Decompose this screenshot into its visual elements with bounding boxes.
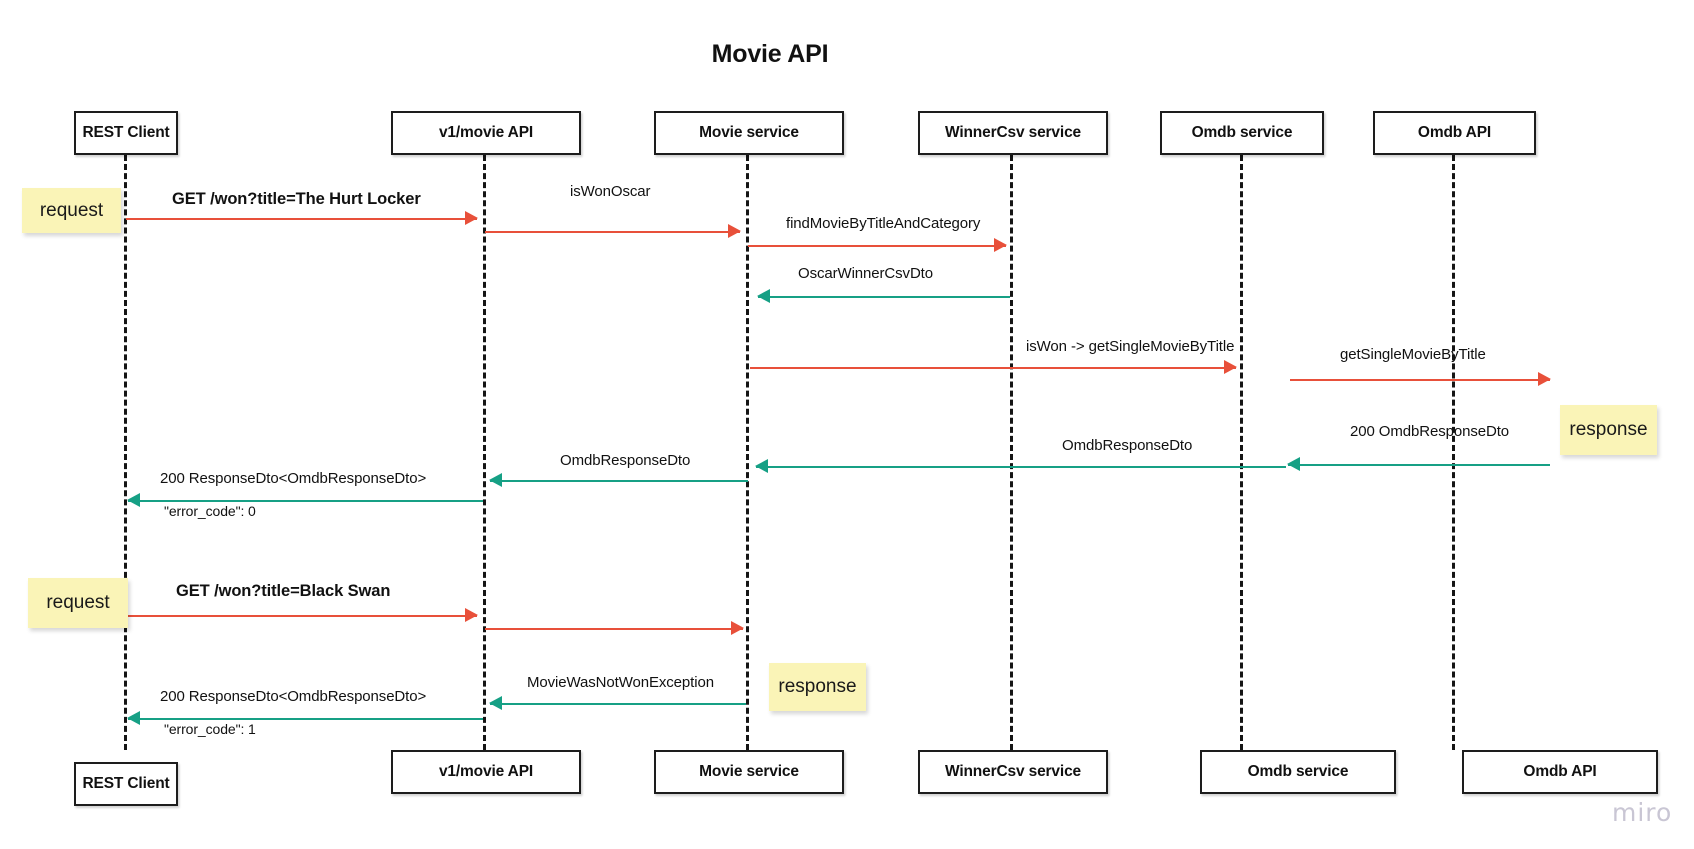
arrow-head-icon <box>728 223 741 238</box>
actor-label: Omdb API <box>1523 763 1597 780</box>
arrow-head-icon <box>731 620 744 635</box>
arrow-head-icon <box>1538 371 1551 386</box>
lifeline-omdb-api <box>1452 155 1455 750</box>
arrow-line <box>758 296 1010 298</box>
actor-label: REST Client <box>82 775 170 792</box>
actor-box-rest-client-top[interactable]: REST Client <box>74 111 178 155</box>
arrow-line <box>490 480 748 482</box>
actor-box-winnercsv-service-top[interactable]: WinnerCsv service <box>918 111 1108 155</box>
arrow-line <box>128 500 483 502</box>
actor-label: v1/movie API <box>438 124 534 141</box>
message-label-m1: GET /won?title=The Hurt Locker <box>172 190 421 208</box>
actor-box-movie-service-top[interactable]: Movie service <box>654 111 844 155</box>
sticky-note-label: response <box>1569 419 1648 440</box>
message-label-m5: isWon -> getSingleMovieByTitle <box>1026 338 1235 355</box>
message-label-m2: isWonOscar <box>570 183 651 200</box>
actor-label: REST Client <box>82 124 170 141</box>
arrow-line <box>490 703 746 705</box>
arrow-head-icon <box>994 237 1007 252</box>
lifeline-v1-movie-api <box>483 155 486 750</box>
sticky-note-request-1[interactable]: request <box>22 188 121 233</box>
actor-label: Omdb service <box>1191 124 1293 141</box>
sticky-note-response-1[interactable]: response <box>1560 405 1657 455</box>
actor-label: WinnerCsv service <box>944 763 1082 780</box>
lifeline-movie-service <box>746 155 749 750</box>
message-label-m9: OmdbResponseDto <box>560 452 691 469</box>
actor-box-omdb-api-bottom[interactable]: Omdb API <box>1462 750 1658 794</box>
actor-box-rest-client-bottom[interactable]: REST Client <box>74 762 178 806</box>
arrow-line <box>485 231 740 233</box>
arrow-head-icon <box>489 472 502 487</box>
page-title: Movie API <box>711 40 829 68</box>
miro-watermark: miro <box>1612 798 1673 827</box>
message-label-m11: GET /won?title=Black Swan <box>176 582 391 600</box>
message-label-m14: 200 ResponseDto<OmdbResponseDto> <box>160 688 427 705</box>
sticky-note-label: response <box>778 676 857 697</box>
arrow-head-icon <box>757 288 770 303</box>
lifeline-rest-client <box>124 155 127 750</box>
arrow-line <box>748 245 1006 247</box>
arrow-line <box>485 628 743 630</box>
arrow-head-icon <box>1287 456 1300 471</box>
actor-box-winnercsv-service-bottom[interactable]: WinnerCsv service <box>918 750 1108 794</box>
message-label-m8: OmdbResponseDto <box>1062 437 1193 454</box>
arrow-head-icon <box>465 210 478 225</box>
actor-box-omdb-service-bottom[interactable]: Omdb service <box>1200 750 1396 794</box>
actor-box-omdb-api-top[interactable]: Omdb API <box>1373 111 1536 155</box>
message-sublabel-m14: "error_code": 1 <box>164 721 256 737</box>
sticky-note-label: request <box>39 199 104 221</box>
arrow-line <box>128 718 483 720</box>
lifeline-omdb-service <box>1240 155 1243 750</box>
message-label-m13: MovieWasNotWonException <box>527 674 714 691</box>
message-label-m10: 200 ResponseDto<OmdbResponseDto> <box>160 470 427 487</box>
arrow-line <box>126 615 477 617</box>
actor-label: Omdb service <box>1247 763 1349 780</box>
actor-label: Omdb API <box>1417 124 1492 141</box>
arrow-head-icon <box>465 607 478 622</box>
arrow-line <box>756 466 1286 468</box>
actor-label: v1/movie API <box>438 763 534 780</box>
message-sublabel-m10: "error_code": 0 <box>164 503 256 519</box>
arrow-line <box>1290 379 1550 381</box>
arrow-head-icon <box>755 458 768 473</box>
arrow-head-icon <box>127 710 140 725</box>
actor-label: Movie service <box>699 763 799 780</box>
actor-box-v1-movie-api-bottom[interactable]: v1/movie API <box>391 750 581 794</box>
sticky-note-request-2[interactable]: request <box>28 578 128 628</box>
actor-label: Movie service <box>699 124 799 141</box>
message-label-m6: getSingleMovieByTitle <box>1340 346 1486 363</box>
arrow-line <box>750 367 1236 369</box>
message-label-m7: 200 OmdbResponseDto <box>1350 423 1510 440</box>
sticky-note-label: request <box>46 592 110 613</box>
arrow-head-icon <box>1224 359 1237 374</box>
arrow-head-icon <box>489 695 502 710</box>
actor-box-v1-movie-api-top[interactable]: v1/movie API <box>391 111 581 155</box>
arrow-line <box>126 218 477 220</box>
actor-label: WinnerCsv service <box>944 124 1082 141</box>
message-label-m4: OscarWinnerCsvDto <box>798 265 933 282</box>
actor-box-omdb-service-top[interactable]: Omdb service <box>1160 111 1324 155</box>
lifeline-winnercsv-service <box>1010 155 1013 750</box>
message-label-m3: findMovieByTitleAndCategory <box>786 215 981 232</box>
arrow-line <box>1288 464 1550 466</box>
actor-box-movie-service-bottom[interactable]: Movie service <box>654 750 844 794</box>
sticky-note-response-2[interactable]: response <box>769 663 866 711</box>
arrow-head-icon <box>127 492 140 507</box>
